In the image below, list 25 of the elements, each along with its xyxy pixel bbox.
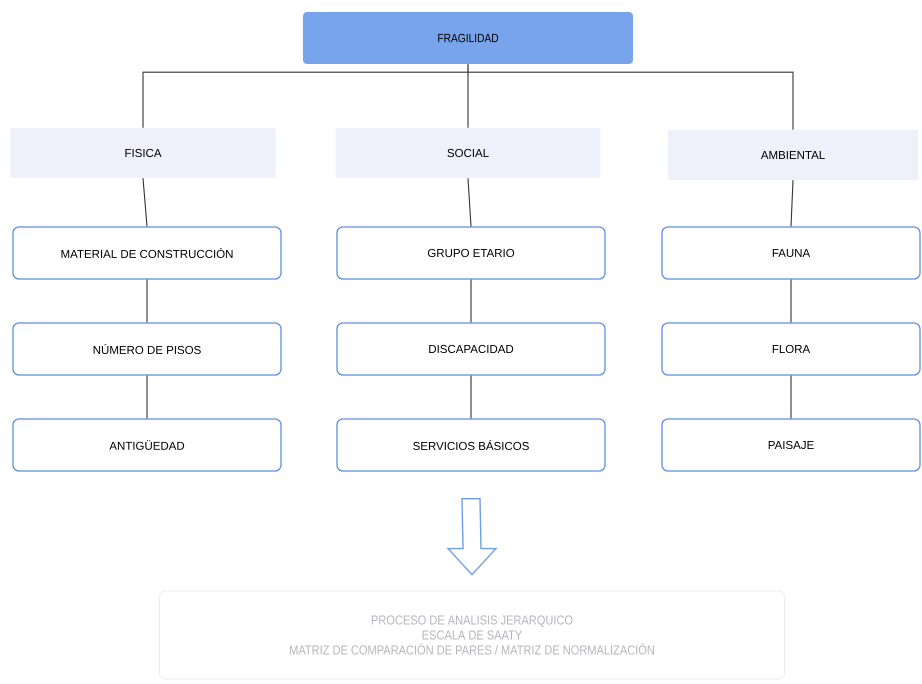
connector-line [470, 376, 472, 418]
connector-line [467, 64, 794, 130]
factor-box: GRUPO ETARIO [336, 226, 606, 280]
connector-line [467, 178, 472, 226]
factor-box: DISCAPACIDAD [336, 322, 606, 376]
block-arrow [446, 498, 498, 576]
connector-line [470, 280, 472, 322]
title-box: FRAGILIDAD [303, 12, 633, 64]
factor-box: SERVICIOS BÁSICOS [336, 418, 606, 472]
factor-box: MATERIAL DE CONSTRUCCIÓN [12, 226, 282, 280]
method-box: PROCESO DE ANALISIS JERARQUICO ESCALA DE SAATY MATRIZ DE COMPARACIÓN DE PARES / MATRIZ DE NORMALIZACIÓN [159, 590, 785, 680]
connector-line [790, 376, 792, 418]
connector-line [146, 376, 148, 418]
factor-box: FLORA [661, 322, 921, 376]
category-band: AMBIENTAL [668, 130, 918, 180]
category-band: SOCIAL [336, 128, 600, 178]
connector-line [142, 178, 148, 226]
connector-line [146, 280, 148, 322]
factor-box: FAUNA [661, 226, 921, 280]
factor-box: PAISAJE [661, 418, 921, 472]
factor-box: NÚMERO DE PISOS [12, 322, 282, 376]
connector-line [790, 180, 794, 226]
category-band: FISICA [10, 128, 276, 178]
factor-box: ANTIGÜEDAD [12, 418, 282, 472]
connector-line [790, 280, 792, 322]
